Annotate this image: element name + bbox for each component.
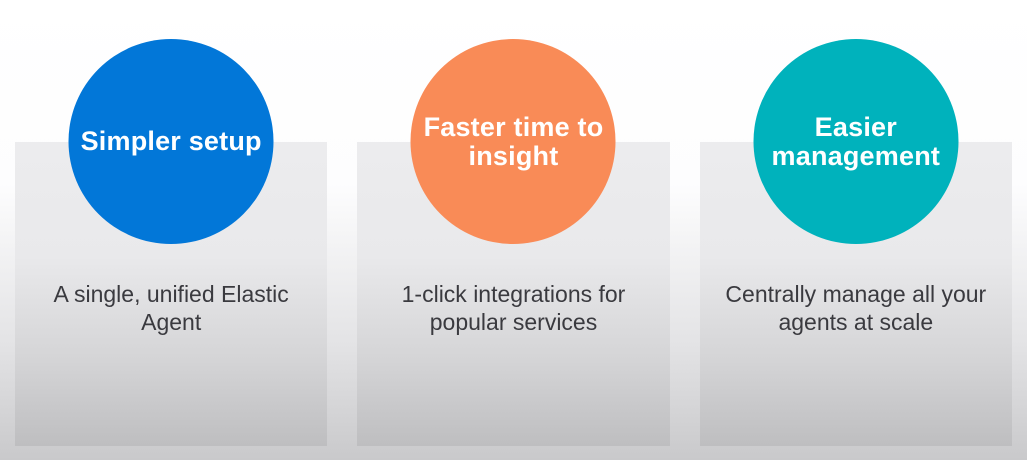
feature-description: A single, unified Elastic Agent — [53, 281, 289, 335]
feature-title: Easier management — [771, 111, 941, 171]
feature-description: 1-click integrations for popular service… — [401, 281, 626, 335]
feature-circle-faster-time-to-insight: Faster time to insight — [410, 39, 616, 244]
feature-cards-row: Simpler setup A single, unified Elastic … — [15, 39, 1012, 446]
feature-card-simpler-setup: Simpler setup A single, unified Elastic … — [15, 39, 328, 446]
feature-card-easier-management: Easier management Centrally manage all y… — [699, 39, 1012, 446]
feature-circle-simpler-setup: Simpler setup — [68, 39, 274, 244]
feature-description: Centrally manage all your agents at scal… — [725, 281, 987, 335]
feature-title: Simpler setup — [80, 126, 262, 156]
feature-card-faster-time-to-insight: Faster time to insight 1-click integrati… — [357, 39, 670, 446]
feature-title: Faster time to insight — [423, 111, 604, 171]
feature-circle-easier-management: Easier management — [753, 39, 959, 244]
